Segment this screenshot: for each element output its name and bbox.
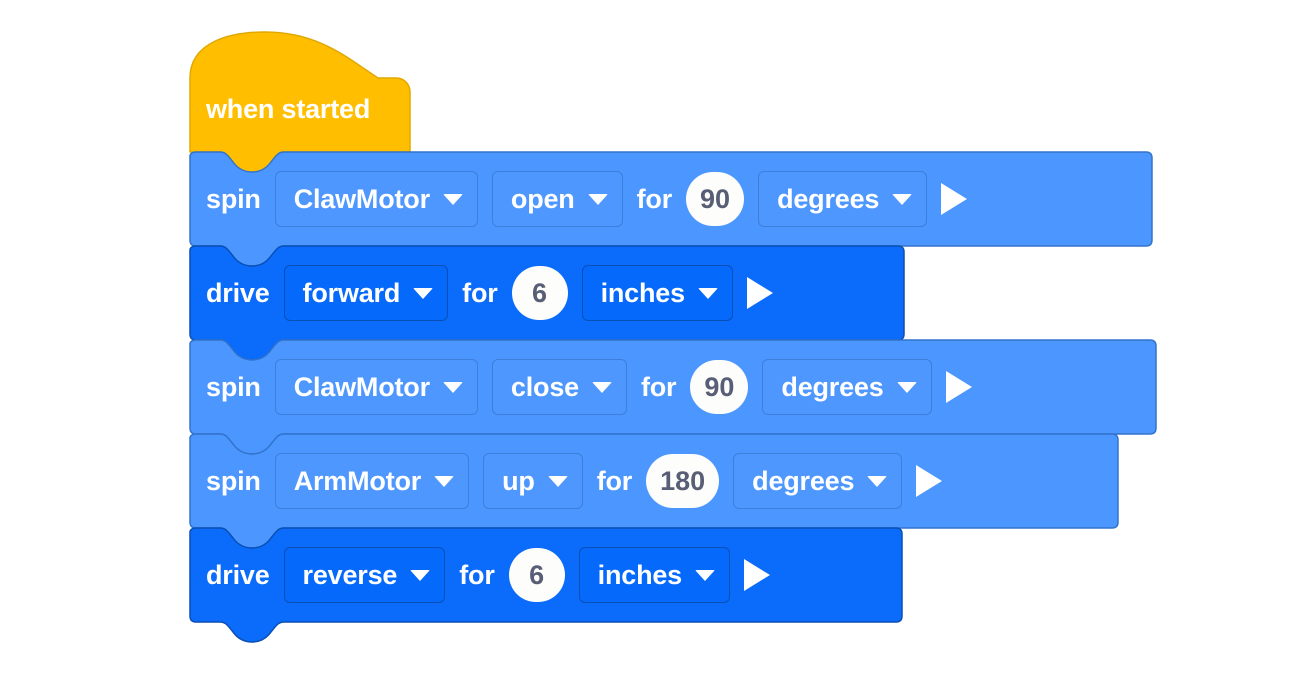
dropdown-motor[interactable]: ArmMotor xyxy=(274,453,470,509)
dropdown-unit-value: inches xyxy=(597,559,683,590)
chevron-down-icon xyxy=(697,287,718,299)
number-input-amount[interactable]: 90 xyxy=(686,172,745,226)
chevron-down-icon xyxy=(896,381,917,393)
block-spin-arm-up[interactable]: spin ArmMotor up for 180 degrees xyxy=(206,434,943,528)
block-spin-claw-close[interactable]: spin ClawMotor close for 90 degrees xyxy=(206,340,972,434)
number-input-amount[interactable]: 6 xyxy=(508,548,565,602)
chevron-down-icon xyxy=(591,381,612,393)
dropdown-direction-value: reverse xyxy=(302,559,398,590)
dropdown-direction[interactable]: open xyxy=(491,171,623,227)
dropdown-direction[interactable]: up xyxy=(483,453,583,509)
run-play-icon[interactable] xyxy=(941,183,968,215)
dropdown-unit-value: degrees xyxy=(777,183,880,214)
run-play-icon[interactable] xyxy=(744,559,770,591)
chevron-down-icon xyxy=(410,569,431,581)
block-command-label: spin xyxy=(206,465,261,496)
chevron-down-icon xyxy=(442,193,463,205)
chevron-down-icon xyxy=(867,475,888,487)
chevron-down-icon xyxy=(413,287,434,299)
for-label: for xyxy=(459,559,495,590)
chevron-down-icon xyxy=(892,193,913,205)
dropdown-direction[interactable]: forward xyxy=(283,265,449,321)
block-drive-reverse[interactable]: drive reverse for 6 inches xyxy=(206,528,770,622)
dropdown-unit-value: degrees xyxy=(781,371,884,402)
dropdown-motor[interactable]: ClawMotor xyxy=(274,171,478,227)
dropdown-unit-value: inches xyxy=(600,277,686,308)
block-command-label: spin xyxy=(206,371,261,402)
dropdown-motor[interactable]: ClawMotor xyxy=(274,359,478,415)
chevron-down-icon xyxy=(547,475,568,487)
dropdown-unit-value: degrees xyxy=(752,465,855,496)
hat-block-label: when started xyxy=(206,94,371,124)
block-drive-forward[interactable]: drive forward for 6 inches xyxy=(206,246,773,340)
dropdown-direction-value: up xyxy=(502,465,535,496)
chevron-down-icon xyxy=(434,475,455,487)
number-input-amount[interactable]: 180 xyxy=(646,454,720,508)
dropdown-unit[interactable]: degrees xyxy=(758,171,928,227)
for-label: for xyxy=(462,277,498,308)
dropdown-direction[interactable]: close xyxy=(491,359,627,415)
dropdown-unit[interactable]: inches xyxy=(581,265,733,321)
dropdown-direction-value: forward xyxy=(302,277,401,308)
number-input-amount[interactable]: 90 xyxy=(690,360,749,414)
block-command-label: drive xyxy=(206,277,270,308)
number-input-amount[interactable]: 6 xyxy=(511,266,568,320)
dropdown-direction-value: close xyxy=(510,371,579,402)
run-play-icon[interactable] xyxy=(945,371,972,403)
chevron-down-icon xyxy=(587,193,608,205)
dropdown-direction-value: open xyxy=(510,183,575,214)
run-play-icon[interactable] xyxy=(916,465,943,497)
dropdown-motor-value: ClawMotor xyxy=(293,183,430,214)
dropdown-direction[interactable]: reverse xyxy=(283,547,446,603)
run-play-icon[interactable] xyxy=(746,277,773,309)
chevron-down-icon xyxy=(695,569,715,581)
for-label: for xyxy=(640,371,677,402)
dropdown-unit[interactable]: degrees xyxy=(762,359,932,415)
dropdown-unit[interactable]: inches xyxy=(578,547,730,603)
block-command-label: spin xyxy=(206,183,261,214)
block-spin-claw-open[interactable]: spin ClawMotor open for 90 degrees xyxy=(206,152,968,246)
block-command-label: drive xyxy=(206,559,270,590)
dropdown-motor-value: ArmMotor xyxy=(293,465,422,496)
dropdown-motor-value: ClawMotor xyxy=(293,371,430,402)
for-label: for xyxy=(636,183,673,214)
chevron-down-icon xyxy=(442,381,463,393)
for-label: for xyxy=(596,465,633,496)
dropdown-unit[interactable]: degrees xyxy=(733,453,903,509)
